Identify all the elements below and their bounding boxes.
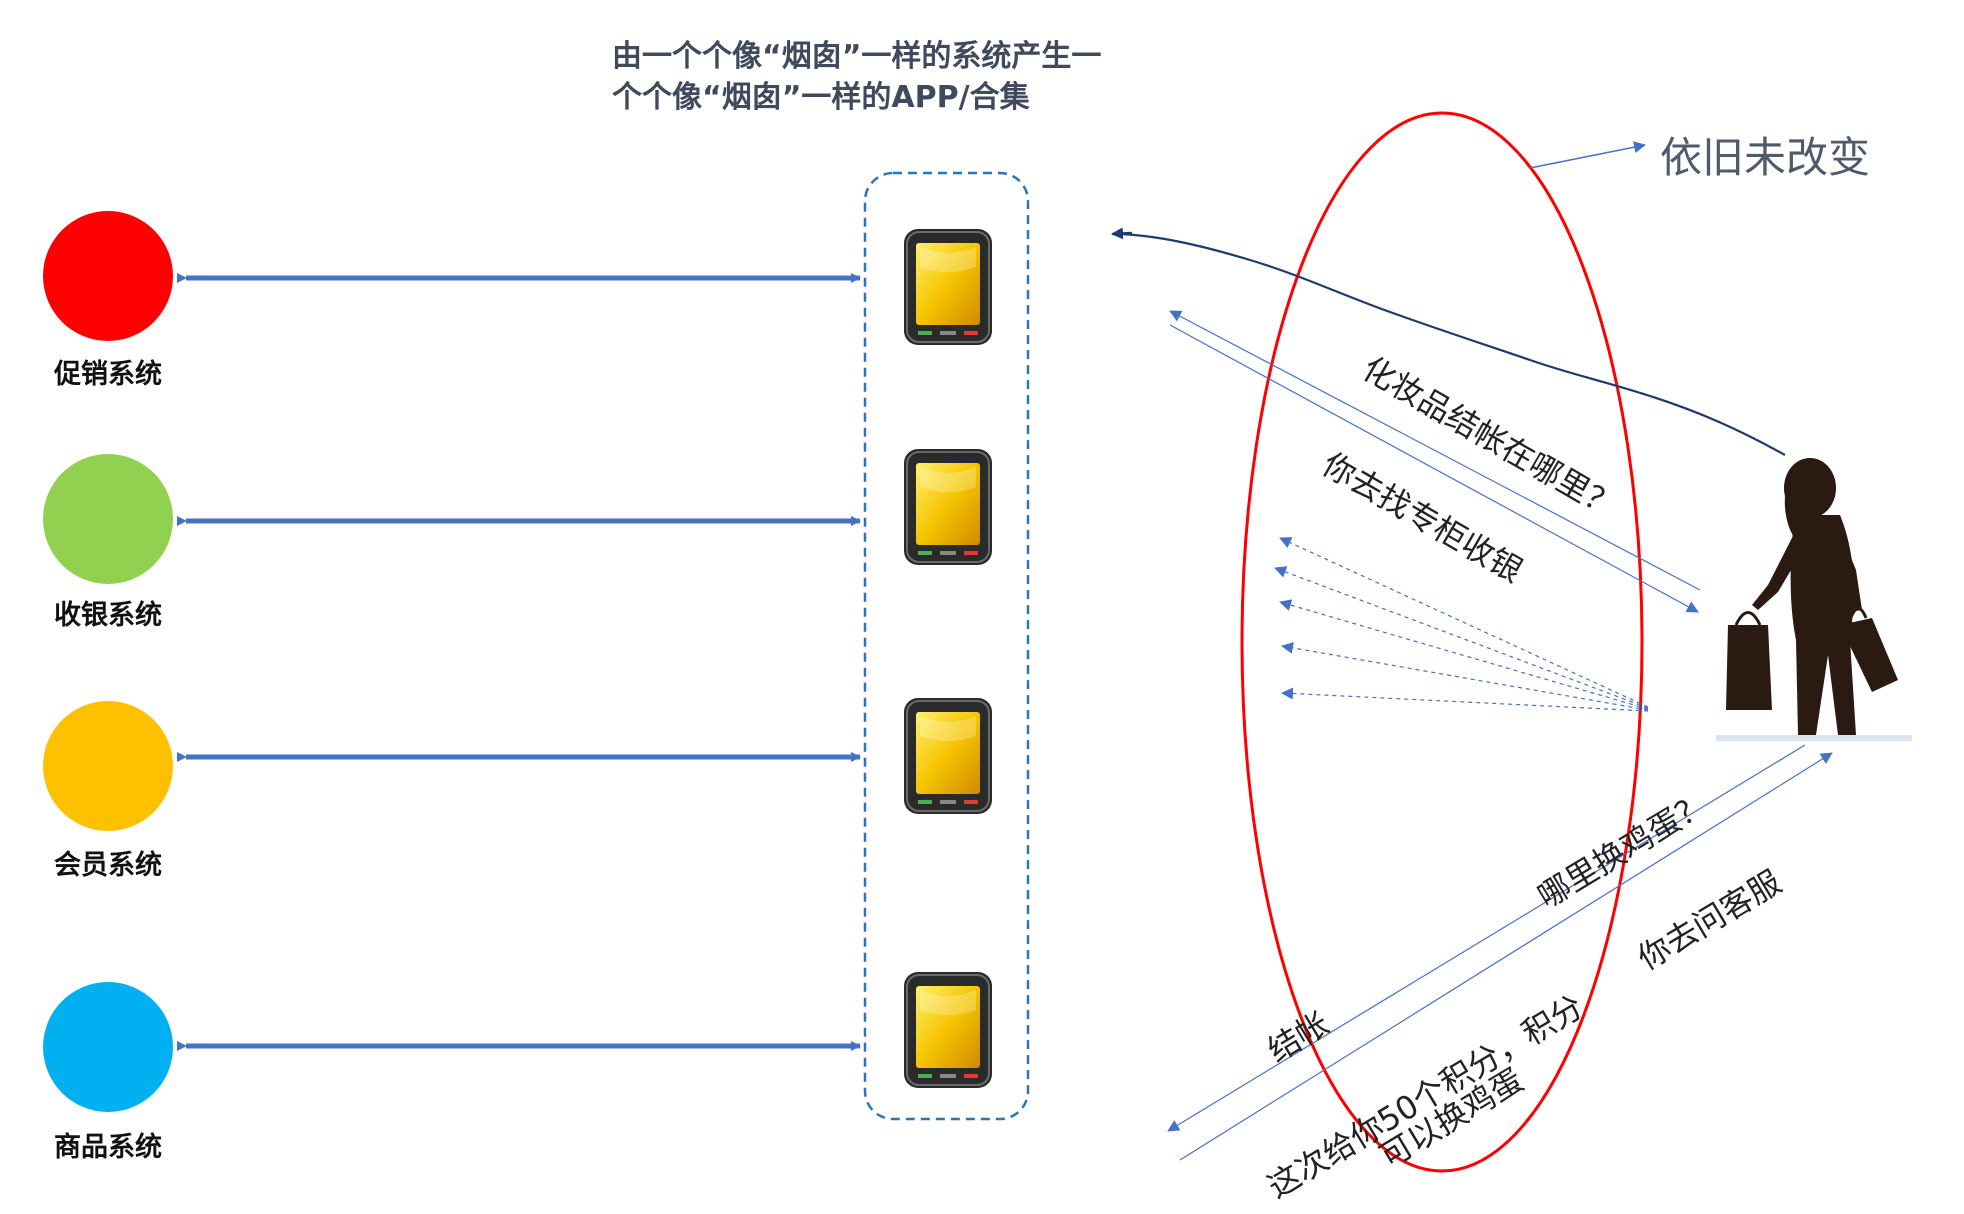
member-system-node (43, 701, 173, 831)
shopper-with-bags-icon (1716, 458, 1912, 741)
product-system-node (43, 982, 173, 1112)
cashier-system-label: 收银系统 (54, 600, 162, 631)
fan-arrow (1279, 537, 1649, 708)
promotion-system-label: 促销系统 (54, 359, 162, 390)
unchanged-ellipse (1240, 111, 1644, 1173)
fan-arrow (1281, 641, 1649, 711)
egg-question-arrow (1179, 752, 1833, 1161)
checkout-arrow (1167, 744, 1806, 1132)
smartphone-icon (903, 228, 993, 346)
fan-arrow (1279, 599, 1649, 710)
callout-arrow (1529, 141, 1646, 169)
smartphone-icon (903, 448, 993, 566)
fan-arrow (1274, 566, 1649, 709)
promotion-system-node (43, 211, 173, 341)
reply-arrow-cashier (1169, 310, 1701, 591)
app-group-box (863, 171, 1030, 1121)
diagram-title: 由一个个像“烟囱”一样的系统产生一 个个像“烟囱”一样的APP/合集 (612, 36, 1101, 118)
fan-arrow (1281, 687, 1649, 712)
title-line-1: 由一个个像“烟囱”一样的系统产生一 (612, 39, 1102, 74)
cashier-system-node (43, 454, 173, 584)
smartphone-icon (903, 697, 993, 815)
smartphone-icon (903, 971, 993, 1089)
product-system-label: 商品系统 (54, 1132, 162, 1163)
member-system-label: 会员系统 (54, 850, 162, 881)
unchanged-callout: 依旧未改变 (1660, 133, 1871, 182)
wavy-connection-line (1111, 227, 1786, 456)
title-line-2: 个个像“烟囱”一样的APP/合集 (612, 80, 1030, 115)
question-arrow-cosmetics (1169, 324, 1699, 613)
